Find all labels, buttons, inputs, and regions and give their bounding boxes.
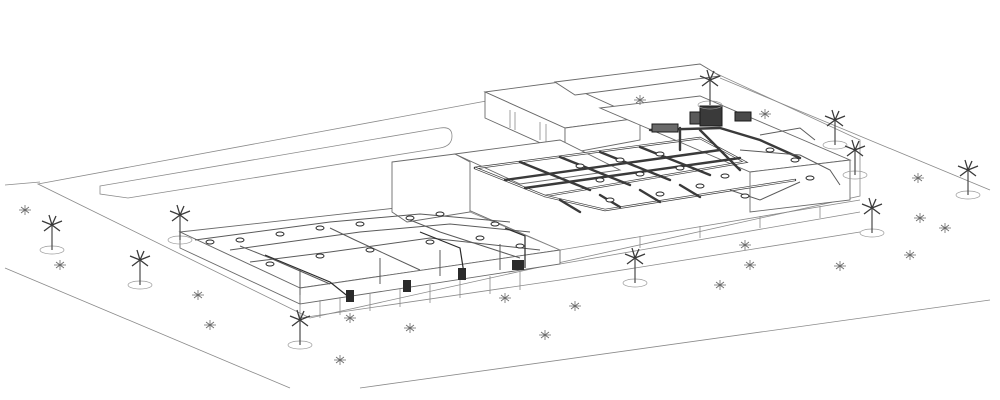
upper-duct-network	[473, 126, 841, 214]
shrub-icon	[192, 290, 204, 300]
air-diffuser-icon	[235, 237, 245, 243]
air-diffuser-icon	[315, 225, 325, 231]
shrub-icon	[204, 320, 216, 330]
upper-building	[483, 63, 852, 213]
palm-tree-icon	[127, 249, 153, 290]
palm-tree-icon	[842, 139, 868, 180]
main-building	[178, 139, 861, 319]
shrubs	[19, 95, 951, 365]
drop-units	[346, 260, 524, 302]
shrub-icon	[404, 323, 416, 333]
palm-tree-icon	[822, 109, 848, 150]
air-diffuser-icon	[575, 163, 585, 169]
rooftop-equipment	[651, 105, 752, 133]
site-boundary	[4, 77, 991, 389]
shrub-icon	[912, 173, 924, 183]
shrub-icon	[914, 213, 926, 223]
shrub-icon	[569, 301, 581, 311]
palm-tree-icon	[287, 309, 313, 350]
air-diffuser-icon	[805, 175, 815, 181]
shrub-icon	[939, 223, 951, 233]
shrub-icon	[634, 95, 646, 105]
shrub-icon	[19, 205, 31, 215]
air-diffuser-icon	[635, 171, 645, 177]
rooftop-unit-icon	[403, 280, 411, 292]
palm-tree-icon	[697, 69, 723, 110]
shrub-icon	[499, 293, 511, 303]
shrub-icon	[834, 261, 846, 271]
shrub-icon	[904, 250, 916, 260]
rooftop-unit-icon	[346, 290, 354, 302]
air-diffuser-icon	[695, 183, 705, 189]
palm-tree-icon	[859, 197, 885, 238]
shrub-icon	[744, 260, 756, 270]
shrub-icon	[759, 109, 771, 119]
rooftop-unit-icon	[512, 260, 524, 270]
rooftop-unit-icon	[734, 111, 752, 122]
air-diffuser-icon	[655, 151, 665, 157]
palm-trees	[39, 69, 981, 350]
shrub-icon	[714, 280, 726, 290]
diffusers	[205, 147, 815, 267]
shrub-icon	[344, 313, 356, 323]
lower-duct-network	[194, 213, 541, 299]
air-diffuser-icon	[355, 221, 365, 227]
air-diffuser-icon	[315, 253, 325, 259]
air-diffuser-icon	[605, 197, 615, 203]
rooftop-unit-icon	[651, 123, 679, 133]
air-diffuser-icon	[435, 211, 445, 217]
shrub-icon	[739, 240, 751, 250]
air-diffuser-icon	[790, 157, 800, 163]
rooftop-unit-icon	[458, 268, 466, 280]
shrub-icon	[539, 330, 551, 340]
air-diffuser-icon	[275, 231, 285, 237]
air-diffuser-icon	[490, 221, 500, 227]
air-diffuser-icon	[595, 177, 605, 183]
palm-tree-icon	[167, 204, 193, 245]
shrub-icon	[334, 355, 346, 365]
air-diffuser-icon	[675, 165, 685, 171]
rooftop-unit-icon	[689, 111, 701, 125]
air-diffuser-icon	[425, 239, 435, 245]
palm-tree-icon	[955, 159, 981, 200]
air-diffuser-icon	[515, 243, 525, 249]
air-diffuser-icon	[615, 157, 625, 163]
air-diffuser-icon	[265, 261, 275, 267]
shrub-icon	[54, 260, 66, 270]
air-diffuser-icon	[475, 235, 485, 241]
palm-tree-icon	[622, 247, 648, 288]
air-diffuser-icon	[720, 173, 730, 179]
air-diffuser-icon	[765, 147, 775, 153]
air-diffuser-icon	[740, 193, 750, 199]
air-diffuser-icon	[405, 215, 415, 221]
air-diffuser-icon	[365, 247, 375, 253]
air-diffuser-icon	[655, 191, 665, 197]
air-diffuser-icon	[205, 239, 215, 245]
palm-tree-icon	[39, 214, 65, 255]
